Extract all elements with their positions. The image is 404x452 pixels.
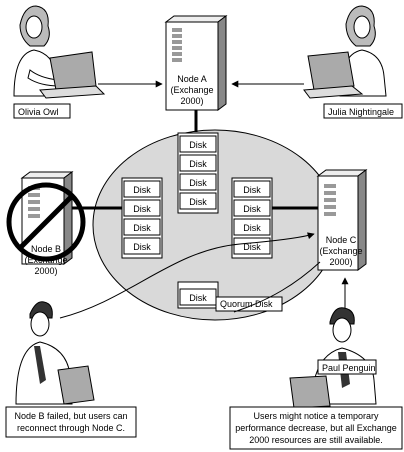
julia-label: Julia Nightingale xyxy=(328,107,394,117)
caption-left-line-2: reconnect through Node C. xyxy=(17,423,125,433)
caption-left: Node B failed, but users can reconnect t… xyxy=(5,406,137,438)
server-node-c: Node C (Exchange 2000) xyxy=(316,169,368,271)
paul-label: Paul Penguin xyxy=(322,363,376,373)
node-c-label-1: Node C xyxy=(326,235,357,245)
caption-left-line-1: Node B failed, but users can xyxy=(14,411,127,421)
disk-label: Disk xyxy=(189,140,207,150)
node-b-label-1: Node B xyxy=(31,244,61,254)
person-left-user xyxy=(15,301,95,405)
disk-stack-right: Disk Disk Disk Disk xyxy=(231,177,273,259)
node-c-label-3: 2000) xyxy=(329,257,352,267)
disk-label: Disk xyxy=(189,159,207,169)
node-a-label-2: (Exchange xyxy=(170,85,213,95)
quorum-disk-label: Disk xyxy=(189,293,207,303)
person-olivia xyxy=(13,5,106,99)
quorum-disk-caption: Quorum Disk xyxy=(220,299,273,309)
disk-label: Disk xyxy=(133,204,151,214)
clipboard-left xyxy=(57,365,95,405)
laptop-olivia xyxy=(49,51,97,91)
disk-label: Disk xyxy=(133,242,151,252)
disk-stack-left: Disk Disk Disk Disk xyxy=(121,177,163,259)
quorum-disk: Disk Quorum Disk xyxy=(177,281,283,312)
node-c-label-2: (Exchange xyxy=(319,246,362,256)
person-paul xyxy=(289,307,377,409)
caption-right-line-3: 2000 resources are still available. xyxy=(249,435,383,445)
laptop-julia xyxy=(307,51,355,91)
disk-stack-center: Disk Disk Disk Disk xyxy=(177,132,219,214)
node-a-label-1: Node A xyxy=(177,74,207,84)
disk-label: Disk xyxy=(243,242,261,252)
caption-right-line-1: Users might notice a temporary xyxy=(253,411,379,421)
disk-label: Disk xyxy=(243,204,261,214)
server-node-a: Node A (Exchange 2000) xyxy=(164,15,228,111)
disk-label: Disk xyxy=(243,223,261,233)
failover-path-lower xyxy=(233,261,321,313)
disk-label: Disk xyxy=(189,178,207,188)
disk-label: Disk xyxy=(189,197,207,207)
node-b-label-3: 2000) xyxy=(34,266,57,276)
olivia-label: Olivia Owl xyxy=(18,107,59,117)
node-a-label-3: 2000) xyxy=(180,96,203,106)
clipboard-paul xyxy=(289,375,331,409)
caption-right-line-2: performance decrease, but all Exchange xyxy=(235,423,397,433)
person-julia xyxy=(303,5,387,99)
disk-label: Disk xyxy=(243,185,261,195)
failover-path xyxy=(59,232,315,319)
disk-label: Disk xyxy=(133,185,151,195)
disk-label: Disk xyxy=(133,223,151,233)
failed-node-symbol xyxy=(6,182,86,262)
caption-right: Users might notice a temporary performan… xyxy=(229,406,403,450)
